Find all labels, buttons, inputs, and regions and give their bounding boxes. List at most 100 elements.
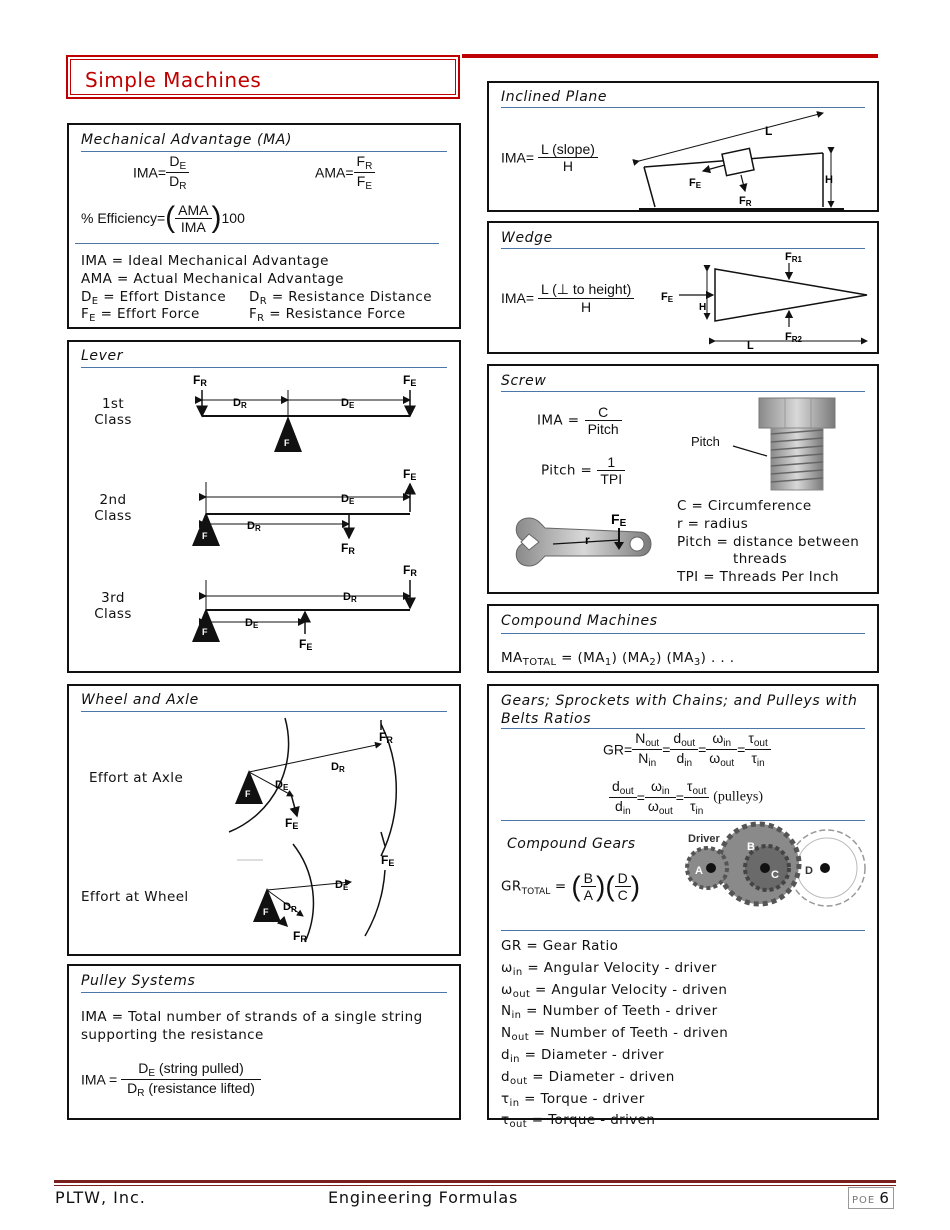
compound-gears-title: Compound Gears xyxy=(507,836,636,852)
svg-text:FR2: FR2 xyxy=(785,331,803,344)
svg-text:FR: FR xyxy=(379,730,393,745)
svg-text:DE: DE xyxy=(335,879,349,892)
gear-definition-row: τin = Torque - driver xyxy=(501,1090,645,1109)
effort-axle-diagram: FR DR DE FE F xyxy=(228,717,398,857)
def-tpi: TPI = Threads Per Inch xyxy=(677,569,839,585)
def-ama: AMA = Actual Mechanical Advantage xyxy=(81,271,344,287)
def-radius: r = radius xyxy=(677,516,749,532)
gear-definition-row: din = Diameter - driver xyxy=(501,1046,664,1065)
section-title: Mechanical Advantage (MA) xyxy=(81,132,293,148)
page-title: Simple Machines xyxy=(85,68,262,92)
svg-text:FR: FR xyxy=(193,373,207,388)
svg-text:FE: FE xyxy=(661,291,674,304)
wrench-icon xyxy=(515,517,652,567)
section-rule-2 xyxy=(501,820,865,821)
section-title: Inclined Plane xyxy=(501,89,608,105)
effort-wheel-diagram: FE DE DR FR F xyxy=(253,831,394,944)
def-dr: DR = Resistance Distance xyxy=(249,289,432,307)
screw-illustration: r FE xyxy=(515,397,836,567)
effort-wheel-label: Effort at Wheel xyxy=(81,889,189,905)
pulley-description: IMA = Total number of strands of a singl… xyxy=(81,1009,423,1043)
gear-c-icon xyxy=(743,844,791,892)
section-rule-2 xyxy=(75,243,439,244)
bolt-icon xyxy=(758,397,836,491)
section-title: Wedge xyxy=(501,230,553,246)
pulley-section: Pulley Systems IMA = Total number of str… xyxy=(67,964,461,1120)
svg-text:FE: FE xyxy=(381,853,394,868)
pulley-ima-formula: IMA = DE (string pulled)DR (resistance l… xyxy=(81,1060,261,1099)
lever-class-3-diagram: FR DR DE FE F xyxy=(192,563,417,652)
page-title-box: Simple Machines xyxy=(66,55,460,99)
svg-text:C: C xyxy=(771,869,779,881)
section-title: Pulley Systems xyxy=(81,973,196,989)
pitch-callout: Pitch xyxy=(691,434,720,449)
footer-rule xyxy=(54,1180,896,1183)
gear-a-icon xyxy=(685,846,729,890)
svg-text:DR: DR xyxy=(283,901,297,914)
svg-text:DR: DR xyxy=(233,397,247,410)
def-ima: IMA = Ideal Mechanical Advantage xyxy=(81,253,329,269)
section-title: Screw xyxy=(501,373,547,389)
section-rule xyxy=(501,391,865,392)
section-rule xyxy=(501,633,865,634)
gear-definition-row: ωin = Angular Velocity - driver xyxy=(501,959,717,978)
svg-text:L: L xyxy=(765,124,772,138)
svg-text:F: F xyxy=(202,531,208,541)
svg-text:FR: FR xyxy=(403,563,417,578)
header-rule xyxy=(462,54,878,58)
section-rule xyxy=(81,711,447,712)
def-pitch-cont: threads xyxy=(733,551,788,567)
svg-text:FE: FE xyxy=(403,467,416,482)
svg-text:DR: DR xyxy=(247,520,261,533)
gear-definition-row: ωout = Angular Velocity - driven xyxy=(501,981,728,1000)
inclined-plane-section: Inclined Plane IMA= L (slope)H L H FE FR xyxy=(487,81,879,212)
section-title: Wheel and Axle xyxy=(81,692,199,708)
svg-text:FE: FE xyxy=(611,511,627,529)
svg-text:FR: FR xyxy=(293,929,307,944)
wheel-axle-diagrams: FR DR DE FE F FE DE DR FR F xyxy=(228,717,398,944)
svg-text:FE: FE xyxy=(285,816,298,831)
wedge-diagram: FE H FR1 FR2 L xyxy=(661,251,868,352)
svg-text:L: L xyxy=(747,340,754,352)
svg-text:B: B xyxy=(747,841,755,853)
section-rule xyxy=(501,248,865,249)
gear-definition-row: τout = Torque - driven xyxy=(501,1112,656,1131)
svg-text:r: r xyxy=(585,533,590,547)
def-pitch: Pitch = distance between xyxy=(677,534,860,550)
lever-section: Lever 1st Class 2nd Class 3rd Class FR F… xyxy=(67,340,461,673)
svg-text:FE: FE xyxy=(299,637,312,652)
section-rule xyxy=(501,728,865,729)
lever-diagrams: FR FE DR DE F FE DE DR FR F xyxy=(192,373,417,652)
wheel-axle-section: Wheel and Axle Effort at Axle Effort at … xyxy=(67,684,461,956)
svg-text:F: F xyxy=(284,438,290,448)
svg-text:DR: DR xyxy=(331,761,345,774)
lever-class-3-label: 3rd Class xyxy=(94,590,132,622)
gear-definition-row: Nout = Number of Teeth - driven xyxy=(501,1025,729,1044)
gear-definition-row: Nin = Number of Teeth - driver xyxy=(501,1003,718,1022)
svg-text:H: H xyxy=(825,174,833,186)
svg-text:D: D xyxy=(805,865,813,877)
svg-text:FR1: FR1 xyxy=(785,251,803,264)
footer-center: Engineering Formulas xyxy=(328,1188,519,1207)
compound-gears-illustration: Driver A B C D xyxy=(685,821,866,907)
svg-text:DE: DE xyxy=(245,617,259,630)
compound-formula: MATOTAL = (MA1) (MA2) (MA3) . . . xyxy=(501,650,735,668)
def-circumference: C = Circumference xyxy=(677,498,812,514)
wedge-section: Wedge IMA= L (⊥ to height)H FE H FR1 FR2… xyxy=(487,221,879,354)
section-rule xyxy=(81,992,447,993)
svg-text:DE: DE xyxy=(275,779,289,792)
section-title: Gears; Sprockets with Chains; and Pulley… xyxy=(501,693,858,727)
inclined-plane-diagram: L H FE FR xyxy=(632,111,844,210)
svg-text:DE: DE xyxy=(341,397,355,410)
svg-text:F: F xyxy=(202,627,208,637)
gears-section: Gears; Sprockets with Chains; and Pulley… xyxy=(487,684,879,1130)
